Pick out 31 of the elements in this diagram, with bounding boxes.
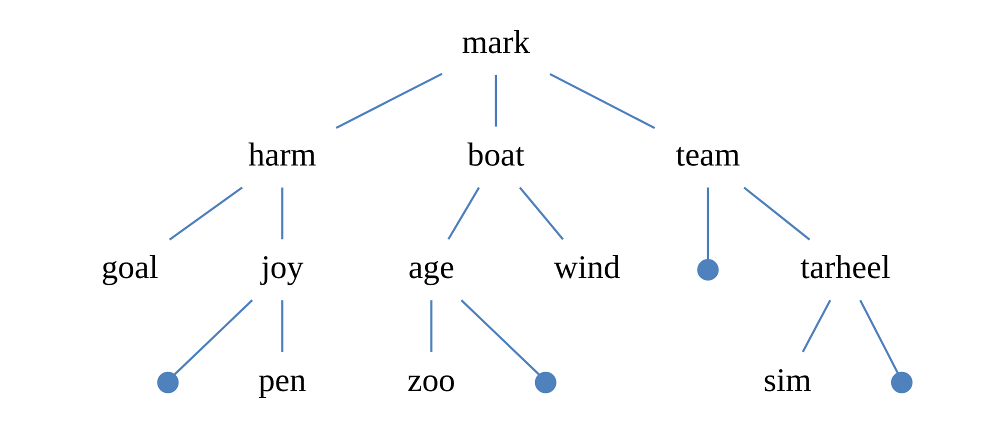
connector [460, 299, 540, 376]
node-circle [534, 372, 556, 394]
node-circle [156, 372, 178, 394]
node-text: tarheel [800, 249, 890, 286]
connector [858, 300, 898, 374]
node-text: age [408, 249, 454, 286]
node-text: wind [553, 249, 620, 286]
connector [494, 74, 496, 127]
connector [280, 188, 283, 240]
node-text: pen [258, 362, 306, 399]
connector [280, 300, 283, 352]
node-text: team [675, 136, 740, 174]
node-text: zoo [406, 362, 455, 399]
node-circle [696, 259, 718, 281]
node-text: joy [260, 249, 303, 286]
connector [706, 188, 709, 260]
connector [446, 187, 480, 240]
node-text: mark [461, 24, 530, 61]
connector [518, 186, 564, 240]
connector [801, 300, 831, 352]
connector [430, 300, 432, 352]
connector [742, 186, 810, 240]
node-circle [890, 372, 912, 394]
connector [168, 186, 242, 241]
connector [335, 72, 442, 129]
node-text: boat [466, 136, 524, 174]
connector [548, 73, 655, 130]
node-text: sim [763, 362, 811, 399]
node-text: goal [100, 249, 158, 286]
node-text: harm [248, 136, 316, 174]
connector [173, 299, 252, 376]
